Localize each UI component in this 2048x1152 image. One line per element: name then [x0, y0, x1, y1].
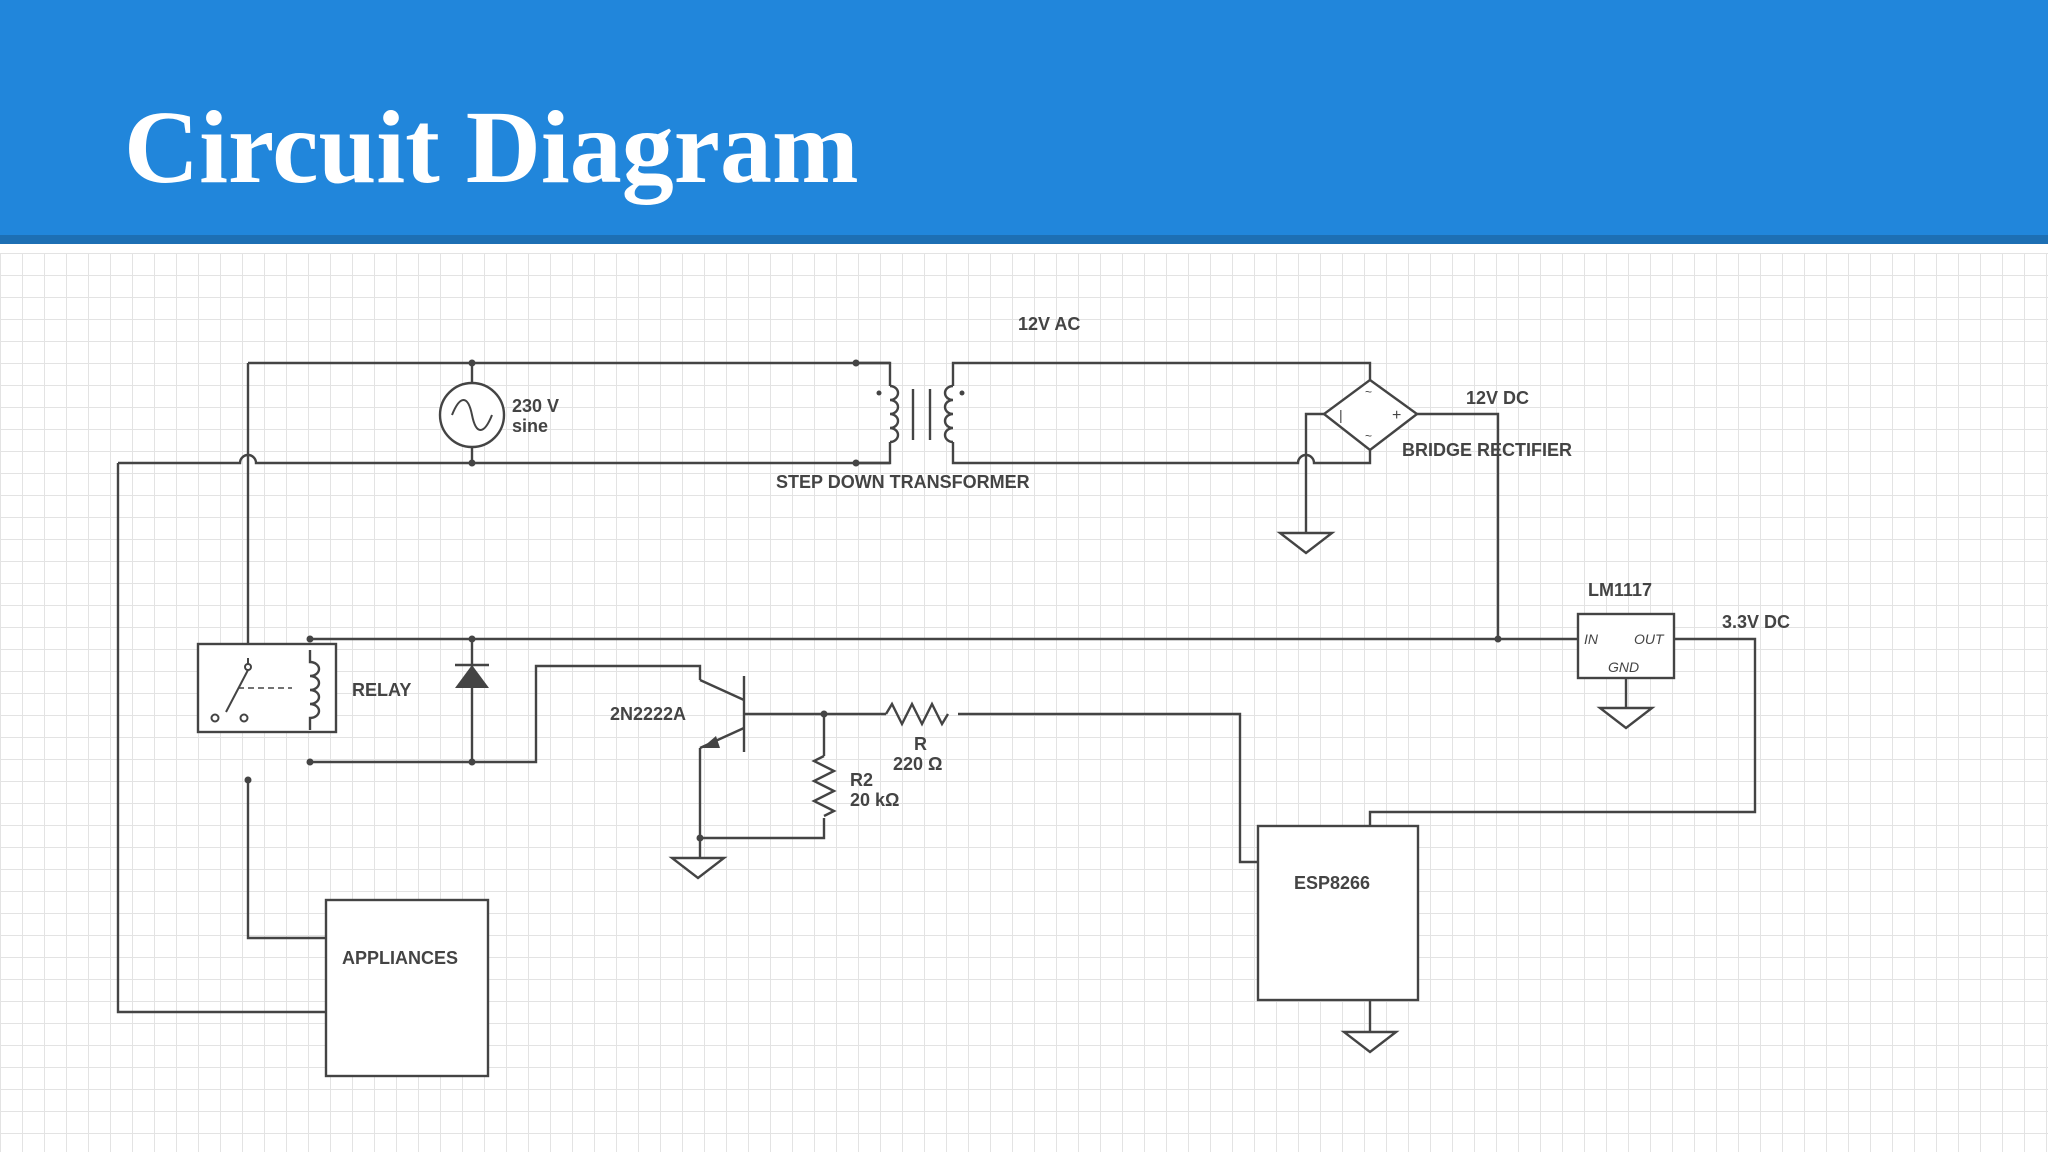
wire-relay-appliances	[246, 780, 326, 940]
wire-rect-gnd	[1304, 412, 1324, 533]
ground-icon	[668, 856, 728, 880]
ac-source-symbol	[438, 381, 506, 449]
label-relay: RELAY	[352, 680, 411, 700]
wire-12vdc	[1417, 412, 1578, 641]
label-3v3-dc: 3.3V DC	[1722, 612, 1790, 632]
wire-3v3	[1368, 637, 1757, 826]
resistor-r2-symbol	[811, 754, 837, 818]
wire-coil-bottom	[310, 664, 702, 764]
wire-r-esp	[958, 712, 1258, 864]
junction-dots	[244, 359, 1502, 842]
label-12v-dc: 12V DC	[1466, 388, 1529, 408]
wire-ac-bottom	[118, 453, 890, 465]
wire-left-return	[116, 463, 326, 1014]
wire-secondary-top	[951, 361, 1372, 386]
ground-icon	[1596, 706, 1656, 730]
label-r2-value: 20 kΩ	[850, 790, 899, 810]
bridge-rectifier-symbol: | + ~ ~	[1322, 378, 1420, 452]
label-mcu: ESP8266	[1294, 873, 1370, 893]
relay-symbol	[196, 642, 338, 734]
page-title: Circuit Diagram	[124, 90, 859, 205]
label-transistor: 2N2222A	[610, 704, 686, 724]
label-reg-out: OUT	[1634, 631, 1665, 647]
resistor-r-symbol	[884, 701, 950, 727]
wire-primary	[856, 361, 892, 465]
slide-header: Circuit Diagram	[0, 0, 2048, 244]
label-source-type: sine	[512, 416, 548, 436]
circuit-schematic: | + ~ ~	[116, 314, 1790, 1078]
wire-r2	[698, 714, 826, 840]
label-r-value: 220 Ω	[893, 754, 942, 774]
label-appliances: APPLIANCES	[342, 948, 458, 968]
svg-text:~: ~	[1365, 429, 1372, 443]
label-12v-ac: 12V AC	[1018, 314, 1080, 334]
svg-text:|: |	[1339, 407, 1343, 423]
wires	[116, 361, 1757, 1032]
transformer-symbol	[876, 384, 965, 444]
esp8266-box	[1256, 824, 1420, 1002]
label-regulator: LM1117	[1588, 580, 1652, 600]
ground-symbols	[668, 531, 1656, 1054]
diode-symbol	[455, 639, 489, 762]
label-r-name: R	[914, 734, 927, 754]
transistor-symbol	[699, 676, 746, 752]
ground-icon	[1276, 531, 1336, 555]
svg-text:+: +	[1392, 407, 1401, 424]
svg-text:~: ~	[1365, 385, 1372, 399]
label-reg-gnd: GND	[1608, 659, 1639, 675]
label-r2-name: R2	[850, 770, 873, 790]
wire-secondary-bottom	[951, 442, 1372, 465]
regulator-box	[1576, 612, 1676, 680]
label-source-voltage: 230 V	[512, 396, 559, 416]
appliances-box	[324, 898, 490, 1078]
ground-icon	[1340, 1030, 1400, 1054]
diagram-canvas: | + ~ ~	[0, 253, 2048, 1152]
label-transformer: STEP DOWN TRANSFORMER	[776, 472, 1030, 492]
label-reg-in: IN	[1584, 631, 1599, 647]
label-rectifier: BRIDGE RECTIFIER	[1402, 440, 1572, 460]
